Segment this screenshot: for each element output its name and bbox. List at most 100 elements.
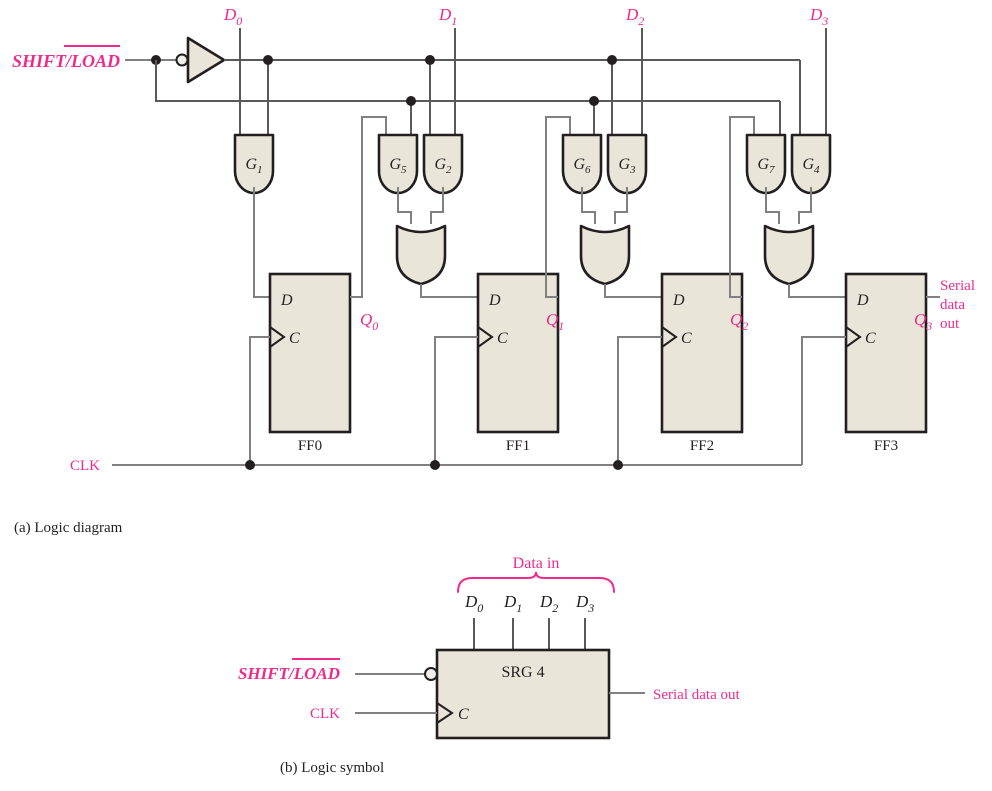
ff1-clock-wire xyxy=(434,336,478,465)
symbol-clk-input: CLK C xyxy=(310,702,469,724)
q0-feedback-wire xyxy=(350,116,387,298)
logic-diagram-group: SHIFT/LOAD xyxy=(12,5,975,474)
ff1-clock-triangle-icon xyxy=(477,326,494,348)
ff1-c-label: C xyxy=(497,330,508,347)
or-gate-2 xyxy=(579,224,631,286)
junction-dot-g2-ctrl xyxy=(425,55,435,65)
g6-output-wire xyxy=(581,187,596,224)
inverter-group xyxy=(125,36,226,84)
symbol-clock-triangle-icon xyxy=(436,702,454,724)
and-gate-g7-label: G7 xyxy=(757,156,775,176)
ff0-c-label: C xyxy=(289,330,300,347)
and-gate-g5-label: G5 xyxy=(389,156,407,176)
ff2-clock-triangle-icon xyxy=(661,326,678,348)
ff3-d-label: D xyxy=(856,292,869,309)
shift-label-text: SHIFT/ xyxy=(12,51,73,71)
ff2-c-label: C xyxy=(681,330,692,347)
bus-lower-horizontal xyxy=(155,60,780,102)
data-in-brace-icon xyxy=(457,571,615,593)
or1-output-wire xyxy=(420,284,478,298)
junction-dot-g3-ctrl xyxy=(607,55,617,65)
symbol-serial-out: Serial data out xyxy=(609,687,740,703)
d0-label: D0 xyxy=(223,5,242,28)
flipflop-ff2-box xyxy=(660,272,744,434)
ff0-clock-triangle-icon xyxy=(269,326,286,348)
g2-output-wire xyxy=(430,187,444,224)
shift-load-input-label: SHIFT/LOAD xyxy=(12,45,120,71)
and-gate-g3: G3 xyxy=(606,133,648,195)
q2-label: Q2 xyxy=(730,310,748,333)
g4-output-wire xyxy=(798,187,812,224)
srg4-block-label: SRG 4 xyxy=(501,664,544,681)
symbol-c-label: C xyxy=(458,706,469,723)
and-gate-g2-label: G2 xyxy=(434,156,452,176)
junction-dot-clk-ff2 xyxy=(613,460,623,470)
g5-output-wire xyxy=(397,187,412,224)
q1-label: Q1 xyxy=(546,310,564,333)
load-label-text: LOAD xyxy=(70,51,120,71)
ff2-name-label: FF2 xyxy=(690,438,714,454)
and-gate-g1: G1 xyxy=(233,133,275,195)
srg4-block xyxy=(435,648,611,740)
caption-logic-symbol: (b) Logic symbol xyxy=(280,760,385,776)
q1-feedback-wire xyxy=(545,116,571,298)
ff3-clock-wire xyxy=(801,336,846,465)
or3-output-wire xyxy=(788,284,846,298)
ff0-name-label: FF0 xyxy=(298,438,322,454)
stage-0: G1 D C FF0 Q0 xyxy=(233,116,387,465)
and-gate-g1-label: G1 xyxy=(245,156,262,176)
q0-label: Q0 xyxy=(360,310,378,333)
logic-symbol-group: Data in D0 D1 D2 D3 SRG 4 xyxy=(238,555,740,740)
or-gate-3 xyxy=(763,224,815,286)
clk-input-label: CLK xyxy=(70,458,100,474)
inverter-bubble-icon xyxy=(175,53,189,67)
symbol-d1-label: D1 xyxy=(503,592,522,615)
ff3-c-label: C xyxy=(865,330,876,347)
junction-dot-g5-ctrl xyxy=(406,96,416,106)
flipflop-ff3-box xyxy=(844,272,928,434)
symbol-clk-label: CLK xyxy=(310,706,340,722)
data-input-lines: D0 D1 D2 D3 xyxy=(223,5,828,135)
ff3-clock-triangle-icon xyxy=(845,326,862,348)
flipflop-ff0-box xyxy=(268,272,352,434)
flipflop-ff1-box xyxy=(476,272,560,434)
symbol-d0-label: D0 xyxy=(464,592,483,615)
junction-dot-clk-ff1 xyxy=(430,460,440,470)
and-gate-g5: G5 xyxy=(377,133,419,195)
inverted-control-bus xyxy=(224,55,801,135)
data-in-brace-label: Data in xyxy=(513,555,560,572)
or-gate-1 xyxy=(395,224,447,286)
symbol-shift-load-input: SHIFT/LOAD xyxy=(238,658,438,683)
or2-output-wire xyxy=(604,284,662,298)
direct-control-bus xyxy=(155,60,781,135)
and-gate-g4-label: G4 xyxy=(802,156,820,176)
stage-3: G7 G4 D C FF3 Q3 xyxy=(745,133,975,465)
and-gate-g7: G7 xyxy=(745,133,787,195)
ff1-name-label: FF1 xyxy=(506,438,530,454)
symbol-d2-label: D2 xyxy=(539,592,558,615)
q3-label: Q3 xyxy=(914,310,932,333)
g3-output-wire xyxy=(614,187,628,224)
and-gate-g6-label: G6 xyxy=(573,156,591,176)
svg-text:SHIFT/LOAD: SHIFT/LOAD xyxy=(12,51,120,71)
g1-output-wire xyxy=(253,187,270,298)
symbol-inverting-bubble-icon xyxy=(424,667,438,681)
and-gate-g6: G6 xyxy=(561,133,603,195)
inverter-triangle-icon xyxy=(186,36,226,84)
symbol-serial-out-label: Serial data out xyxy=(653,687,740,703)
and-gate-g2: G2 xyxy=(422,133,464,195)
stage-1: G5 G2 D C FF1 xyxy=(377,116,571,465)
ff2-clock-wire xyxy=(617,336,662,465)
symbol-shift-load-label: SHIFT/LOAD xyxy=(238,664,340,683)
and-gate-g4: G4 xyxy=(790,133,832,195)
junction-dot-g1-ctrl xyxy=(263,55,273,65)
symbol-data-inputs: D0 D1 D2 D3 xyxy=(464,592,594,650)
q2-feedback-wire xyxy=(729,116,755,298)
symbol-d3-label: D3 xyxy=(575,592,594,615)
stage-2: G6 G3 D C FF2 Q2 xyxy=(561,116,755,465)
caption-logic-diagram: (a) Logic diagram xyxy=(14,520,123,536)
d1-label: D1 xyxy=(438,5,457,28)
ff3-name-label: FF3 xyxy=(874,438,898,454)
d2-label: D2 xyxy=(625,5,644,28)
